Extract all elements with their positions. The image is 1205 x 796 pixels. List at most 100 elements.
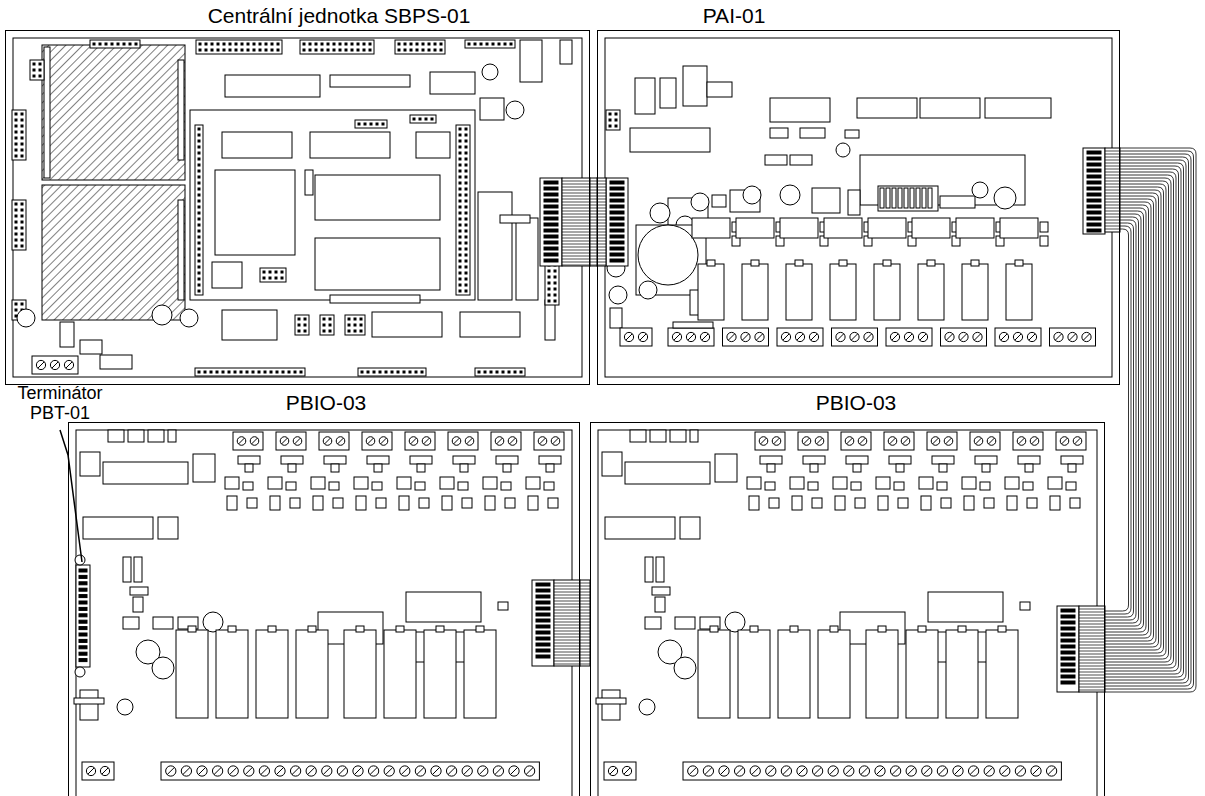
header-pin <box>348 318 351 321</box>
terminal-screw <box>904 332 913 341</box>
ribbon-wire <box>597 196 606 197</box>
ribbon-wire <box>554 592 580 593</box>
header-pin <box>199 43 202 46</box>
ribbon-wire <box>597 205 606 206</box>
ribbon-wire <box>580 589 590 590</box>
board-part <box>536 649 550 652</box>
header-pin <box>496 371 499 374</box>
board-part <box>76 565 90 667</box>
header-pin <box>369 49 372 52</box>
board-part <box>520 40 542 82</box>
board-part <box>260 268 286 282</box>
terminal-screw <box>945 332 954 341</box>
board-part <box>1057 606 1079 692</box>
header-pin <box>554 276 557 279</box>
header-pin <box>300 371 303 374</box>
header-pin <box>548 300 551 303</box>
ribbon-wire <box>590 250 597 251</box>
board-part <box>222 310 277 340</box>
header-pin <box>465 236 468 239</box>
terminal-screw <box>228 766 238 776</box>
ribbon-wire <box>1105 211 1120 212</box>
board-part <box>984 498 994 508</box>
ribbon-wire <box>1105 223 1120 224</box>
board-part <box>193 454 215 482</box>
board-part <box>610 211 624 214</box>
terminal-slot <box>479 767 486 774</box>
header-pin <box>554 270 557 273</box>
board-part <box>311 477 325 489</box>
board-part <box>855 498 865 508</box>
board-part <box>442 496 452 510</box>
ribbon-wire <box>1105 226 1120 227</box>
header-pin <box>21 303 24 306</box>
terminal-screw <box>366 437 375 446</box>
board-part <box>79 639 87 642</box>
ribbon-wire <box>580 610 590 611</box>
header-pin <box>21 239 24 242</box>
header-pin <box>459 224 462 227</box>
board-part <box>1061 639 1075 642</box>
board-part <box>545 255 559 305</box>
terminal-screw <box>1073 437 1082 446</box>
header-pin <box>434 43 437 46</box>
terminal-screw <box>1082 332 1091 341</box>
header-pin <box>15 239 18 242</box>
board-part <box>227 496 237 510</box>
header-pin <box>21 209 24 212</box>
board-part <box>286 482 296 490</box>
ribbon-wire <box>590 232 597 233</box>
capacitor <box>725 612 745 632</box>
header-pin <box>303 49 306 52</box>
ribbon-wire <box>554 589 580 590</box>
header-pin <box>15 303 18 306</box>
header-pin <box>370 123 373 126</box>
terminal-slot <box>323 767 330 774</box>
board-part <box>715 454 737 482</box>
terminal-screw <box>181 766 191 776</box>
ribbon-wire <box>1105 190 1120 191</box>
header-pin <box>198 152 201 155</box>
ribbon-wire <box>1105 202 1120 203</box>
capacitor <box>994 187 1016 209</box>
board-part <box>818 630 850 718</box>
board-part <box>123 617 139 629</box>
board-part <box>308 626 316 632</box>
header-pin <box>198 278 201 281</box>
header-pin <box>440 49 443 52</box>
board-part <box>1087 199 1101 202</box>
header-pin <box>198 164 201 167</box>
header-pin <box>358 123 361 126</box>
board-part <box>270 496 280 510</box>
ribbon-wire <box>590 190 597 191</box>
terminal-slot <box>238 438 244 444</box>
terminal-slot <box>401 767 408 774</box>
board-part <box>544 193 558 196</box>
board-part <box>176 630 208 718</box>
ribbon-wire <box>580 655 590 656</box>
board-part <box>778 630 810 718</box>
terminal-slot <box>276 767 283 774</box>
terminal-slot <box>466 438 472 444</box>
header-pin <box>33 69 36 72</box>
terminal-slot <box>797 334 803 340</box>
board-part <box>344 630 376 718</box>
ribbon-wire <box>1105 217 1139 623</box>
ribbon-wire <box>1105 175 1174 665</box>
terminal-screw <box>1017 437 1026 446</box>
board-part <box>536 607 550 610</box>
ribbon-wire <box>597 238 606 239</box>
capacitor <box>639 281 657 299</box>
terminal-slot <box>198 767 205 774</box>
ribbon-wire <box>1105 181 1169 659</box>
header-pin <box>235 49 238 52</box>
terminal-slot <box>380 438 386 444</box>
ribbon-wire <box>580 649 590 650</box>
board-part <box>216 630 248 718</box>
ribbon-wire <box>562 220 590 221</box>
ribbon-wire <box>597 247 606 248</box>
ribbon-wire <box>590 199 597 200</box>
header-pin <box>465 134 468 137</box>
board-part <box>546 464 554 472</box>
